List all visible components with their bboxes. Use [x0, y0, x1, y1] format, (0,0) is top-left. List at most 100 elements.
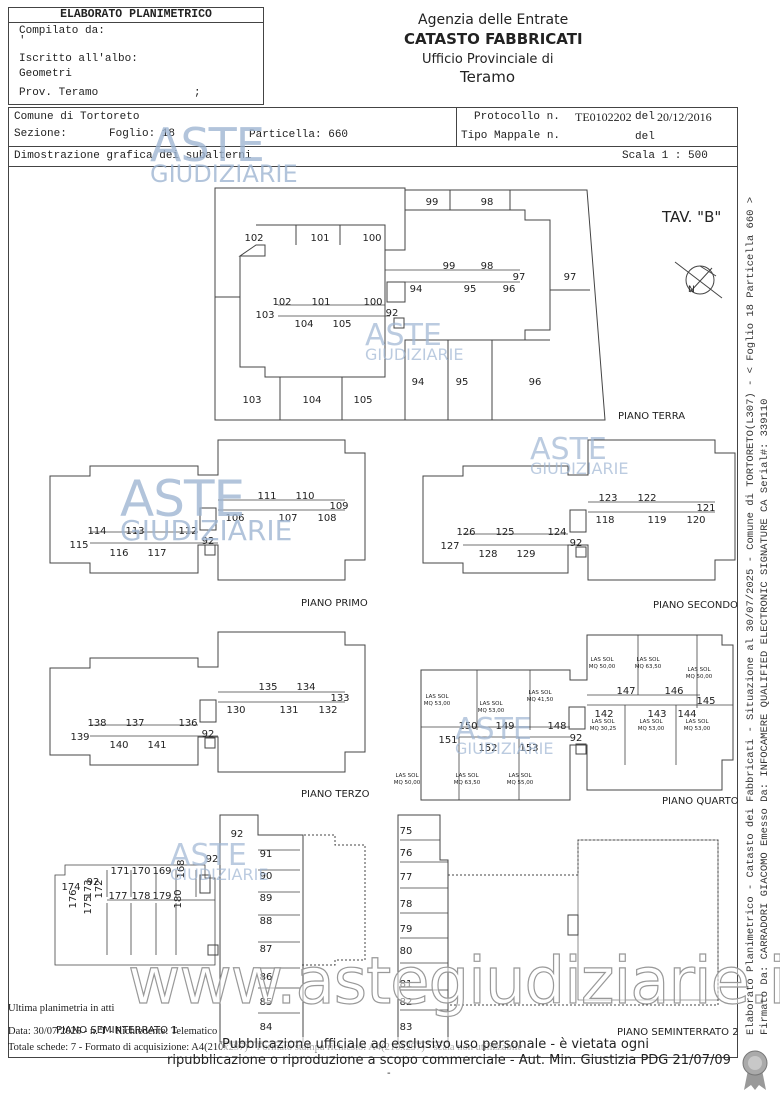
subalterno-label: 123 — [598, 493, 617, 504]
subalterno-label: 98 — [481, 261, 494, 272]
las-sol-area: MQ 50,00 — [589, 664, 616, 670]
subalterno-label: 172 — [94, 879, 105, 898]
catasto-title: CATASTO FABBRICATI — [404, 30, 583, 48]
subalterno-label: 137 — [125, 718, 144, 729]
subalterno-label: 75 — [400, 826, 413, 837]
subalterno-label: 140 — [109, 740, 128, 751]
subalterno-label: 100 — [362, 233, 381, 244]
subalterno-label: 92 — [87, 877, 100, 888]
subalterno-label: 81 — [400, 979, 413, 990]
subalterno-label: 132 — [318, 705, 337, 716]
protocollo-date: 20/12/2016 — [657, 110, 712, 124]
notice-line-1: Pubblicazione ufficiale ad esclusivo uso… — [222, 1037, 649, 1052]
tipo-del: del — [635, 131, 655, 143]
iscritto-value: Geometri — [19, 68, 72, 80]
subalterno-label: 107 — [278, 513, 297, 524]
svg-text:N: N — [688, 285, 695, 295]
subalterno-label: 92 — [570, 733, 583, 744]
subalterno-label: 116 — [109, 548, 128, 559]
scala: Scala 1 : 500 — [622, 150, 708, 162]
subalterno-label: 141 — [147, 740, 166, 751]
floor-name-seminterrato-2: PIANO SEMINTERRATO 2 — [617, 1027, 739, 1038]
subalterno-label: 145 — [696, 696, 715, 707]
particella: Particella: 660 — [249, 129, 349, 141]
subalterno-label: 168 — [176, 859, 187, 878]
certificate-seal-icon — [742, 1050, 768, 1090]
las-sol-label: LAS SOL — [639, 719, 663, 725]
las-sol-area: MQ 63,50 — [454, 780, 481, 786]
subalterno-label: 142 — [594, 709, 613, 720]
las-sol-label: LAS SOL — [591, 719, 615, 725]
subalterno-label: 85 — [260, 997, 273, 1008]
subalterno-label: 100 — [363, 297, 382, 308]
data-line: Data: 30/07/2025 - n. T - Richiedente: T… — [8, 1026, 218, 1037]
notice-line-2: ripubblicazione o riproduzione a scopo c… — [167, 1053, 731, 1068]
subalterno-label: 130 — [226, 705, 245, 716]
subalterno-label: 92 — [202, 536, 215, 547]
subalterno-label: 173 — [83, 879, 94, 898]
subalterno-label: 96 — [529, 377, 542, 388]
plan-piano-secondo — [422, 439, 736, 581]
subalterno-label: 103 — [242, 395, 261, 406]
subalterno-label: 92 — [202, 729, 215, 740]
watermark-logo: ASTE GIUDIZIARIE — [150, 118, 298, 188]
subalterno-label: 122 — [637, 493, 656, 504]
las-sol-label: LAS SOL — [425, 694, 449, 700]
las-sol-label: LAS SOL — [479, 701, 503, 707]
subalterno-label: 171 — [110, 866, 129, 877]
subalterno-label: 109 — [329, 501, 348, 512]
subalterno-label: 102 — [272, 297, 291, 308]
foglio: Foglio: 18 — [109, 128, 176, 140]
subalterno-label: 104 — [294, 319, 313, 330]
subalterno-label: 104 — [302, 395, 321, 406]
floor-name-terzo: PIANO TERZO — [301, 789, 370, 800]
subalterno-label: 114 — [87, 526, 106, 537]
subalterno-label: 115 — [69, 540, 88, 551]
subalterno-label: 174 — [61, 882, 80, 893]
subalterno-label: 126 — [456, 527, 475, 538]
floor-name-primo: PIANO PRIMO — [301, 598, 368, 609]
subalterno-label: 97 — [564, 272, 577, 283]
subalterno-label: 101 — [311, 297, 330, 308]
subalterno-label: 97 — [513, 272, 526, 283]
watermark-logo: ASTE GIUDIZIARIE — [170, 838, 269, 884]
subalterno-label: 124 — [547, 527, 566, 538]
protocollo-del: del — [635, 111, 655, 123]
ultima-planimetria: Ultima planimetria in atti — [8, 1003, 115, 1014]
subalterno-label: 138 — [87, 718, 106, 729]
watermark-url: www.astegiudiziarie.it — [127, 944, 780, 1019]
subalterno-label: 78 — [400, 899, 413, 910]
plan-piano-quarto — [420, 634, 734, 801]
plan-piano-terzo — [49, 631, 366, 773]
watermark-logo: ASTE GIUDIZIARIE — [455, 712, 554, 758]
las-sol-area: MQ 53,00 — [478, 708, 505, 714]
subalterno-label: 121 — [696, 503, 715, 514]
subalterno-label: 147 — [616, 686, 635, 697]
subalterno-label: 92 — [386, 308, 399, 319]
subalterno-label: 170 — [131, 866, 150, 877]
subalterno-label: 105 — [353, 395, 372, 406]
subalterno-label: 94 — [412, 377, 425, 388]
subalterno-label: 108 — [317, 513, 336, 524]
subalterno-label: 180 — [173, 889, 184, 908]
subalterno-label: 94 — [410, 284, 423, 295]
subalterno-label: 133 — [330, 693, 349, 704]
prov-label: Prov. Teramo — [19, 87, 99, 99]
subalterno-label: 169 — [152, 866, 171, 877]
subalterno-label: 92 — [206, 854, 219, 865]
subalterno-label: 101 — [310, 233, 329, 244]
protocollo-value: TE0102202 — [575, 110, 632, 124]
subalterno-label: 99 — [426, 197, 439, 208]
subalterno-label: 134 — [296, 682, 315, 693]
subalterno-label: 146 — [664, 686, 683, 697]
las-sol-area: MQ 30,25 — [590, 726, 617, 732]
las-sol-area: MQ 53,00 — [424, 701, 451, 707]
subalterno-label: 177 — [108, 891, 127, 902]
plan-piano-seminterrato-1 — [54, 814, 366, 1043]
las-sol-area: MQ 50,00 — [686, 674, 713, 680]
subalterno-label: 129 — [516, 549, 535, 560]
tav-label: TAV. "B" — [662, 208, 722, 226]
las-sol-area: MQ 63,50 — [635, 664, 662, 670]
subalterno-label: 117 — [147, 548, 166, 559]
